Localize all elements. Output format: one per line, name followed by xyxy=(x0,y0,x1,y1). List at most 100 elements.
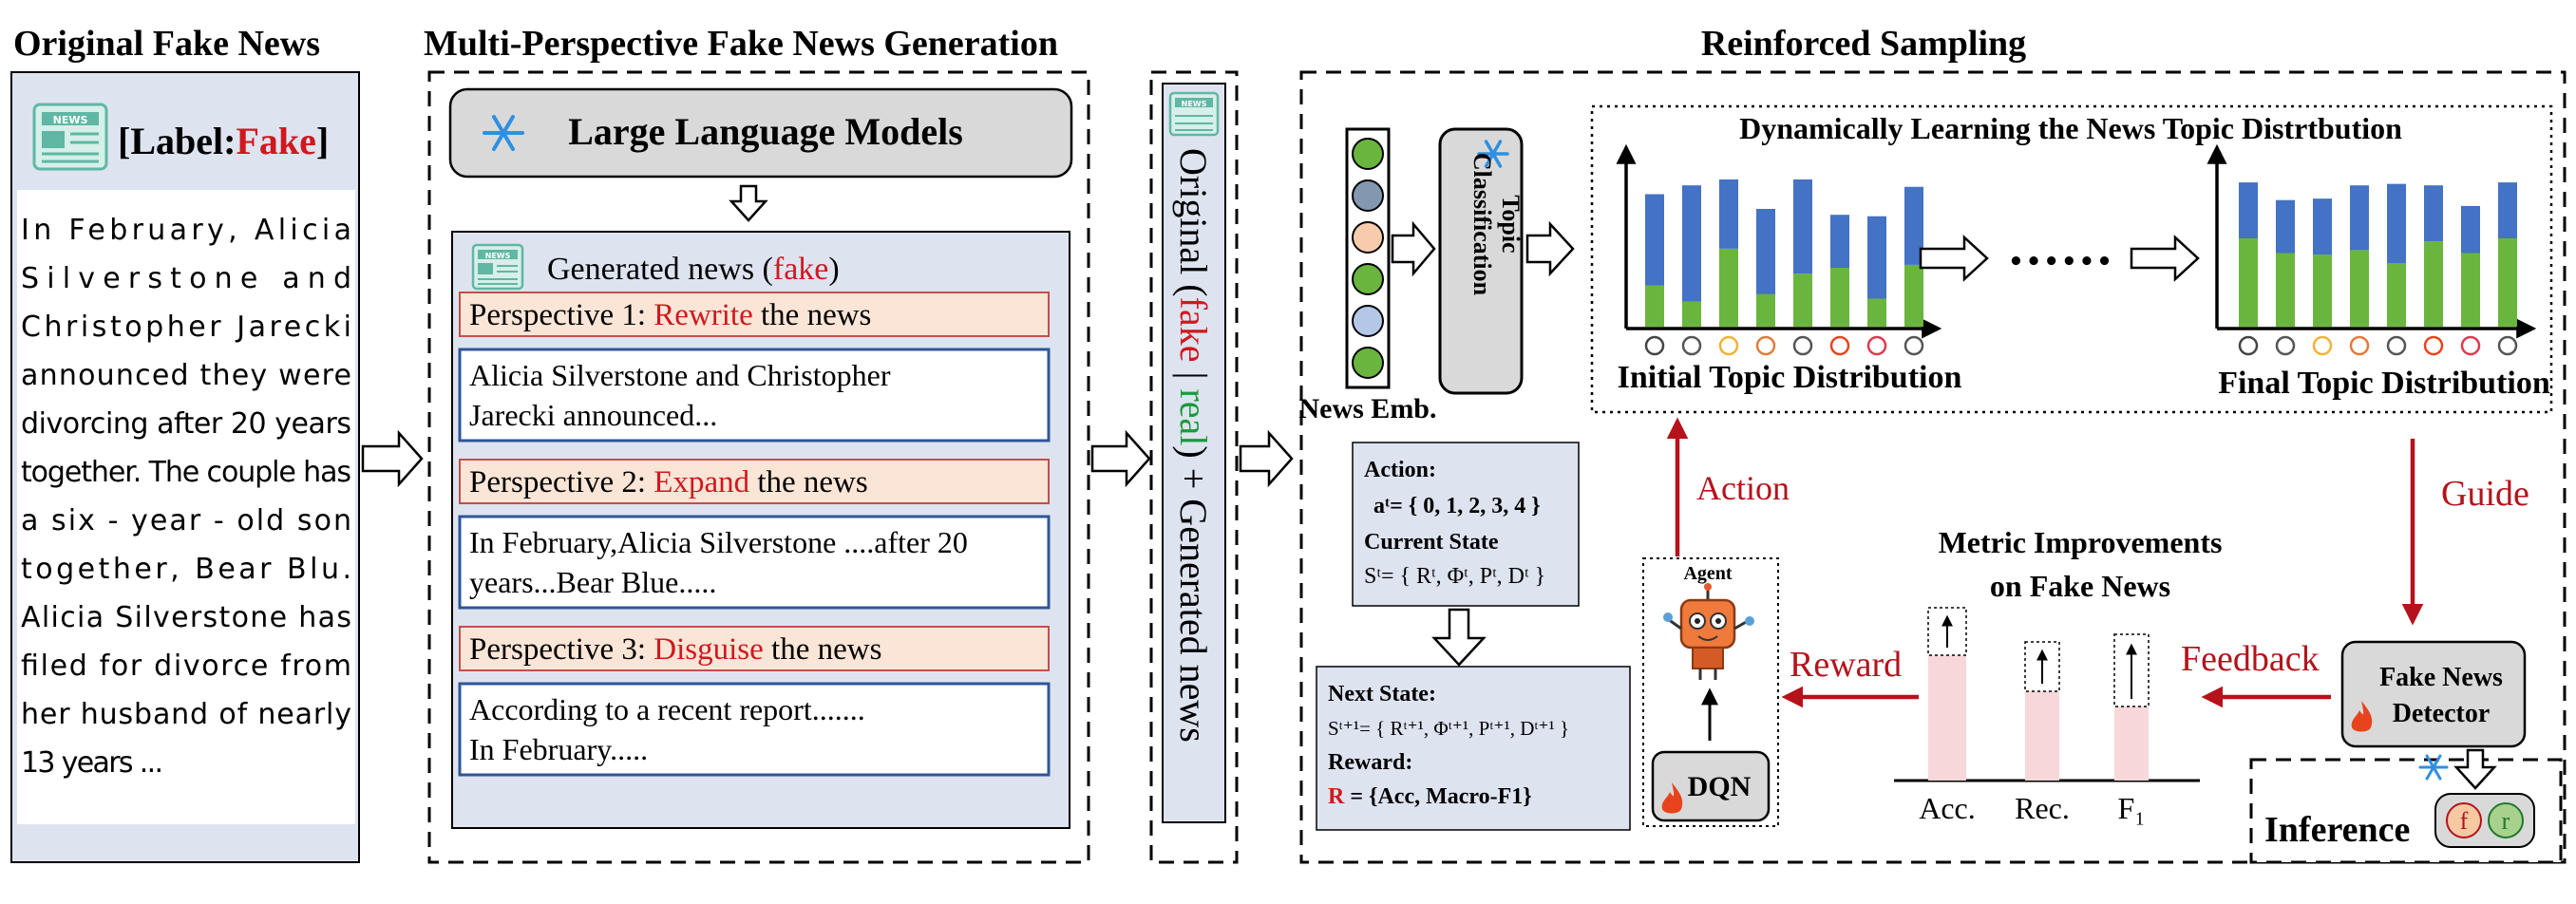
llm-box xyxy=(448,87,1073,179)
state-value: Sᵗ= { Rᵗ, Φᵗ, Pᵗ, Dᵗ } xyxy=(1364,564,1545,589)
section-title-sampling: Reinforced Sampling xyxy=(1701,24,2026,64)
news-emb-label: News Emb. xyxy=(1298,393,1436,424)
topic-category-icons-final xyxy=(2238,335,2518,356)
topic-icon xyxy=(2497,335,2518,356)
svg-text:NEWS: NEWS xyxy=(53,114,88,126)
metric-rec-bar xyxy=(2024,641,2060,781)
bar-segment-green xyxy=(1756,293,1775,327)
newspaper-icon-combined: NEWS xyxy=(1168,91,1220,137)
svg-text:NEWS: NEWS xyxy=(1182,100,1207,108)
original-news-line: In February, Alicia xyxy=(21,214,351,247)
bar-segment-blue xyxy=(1867,216,1886,299)
perspective-content-box-1 xyxy=(458,348,1051,443)
reward-value: R = {Acc, Macro-F1} xyxy=(1328,784,1532,809)
perspective-text-line: Jarecki announced... xyxy=(469,398,717,432)
initial-topic-chart xyxy=(1645,179,1923,327)
emb-to-topic-arrow xyxy=(1391,220,1436,277)
metric-acc-label: Acc. xyxy=(1919,791,1976,825)
flow-arrow-2 xyxy=(1090,429,1151,488)
topic-icon xyxy=(2275,335,2296,356)
topic-classification-line-2: Classification xyxy=(1468,153,1496,296)
bar-segment-green xyxy=(2424,241,2443,327)
perspective-text-line: years...Bear Blue..... xyxy=(469,565,716,599)
state-down-arrow xyxy=(1431,608,1487,667)
detector-line-1: Fake News xyxy=(2379,663,2503,692)
original-news-line: her husband of nearly xyxy=(21,698,351,731)
action-label: Action xyxy=(1696,469,1790,507)
section-title-original: Original Fake News xyxy=(13,24,320,64)
metric-title-line-2: on Fake News xyxy=(1990,569,2170,603)
dynamic-learning-title: Dynamically Learning the News Topic Dist… xyxy=(1739,111,2402,145)
detector-to-inference-arrow xyxy=(2453,748,2497,790)
fake-news-detector-box xyxy=(2340,640,2527,748)
bar-segment-green xyxy=(2498,238,2517,327)
topic-icon xyxy=(2386,335,2407,356)
topic-icon xyxy=(1681,335,1702,356)
perspective-content-box-2 xyxy=(458,515,1051,610)
bar-segment-blue xyxy=(1793,179,1812,274)
generated-suffix: ) xyxy=(828,252,839,287)
original-news-line: 13 years ... xyxy=(21,746,163,780)
bar-segment-green xyxy=(1904,264,1923,327)
bar-segment-blue xyxy=(2313,198,2332,255)
topic-icon xyxy=(1755,335,1776,356)
combined-data-panel xyxy=(1162,83,1226,823)
inference-real-node xyxy=(2488,802,2524,838)
next-state-title: Next State: xyxy=(1328,682,1436,706)
topic-icon xyxy=(2460,335,2481,356)
topic-icon xyxy=(2238,335,2259,356)
original-news-line: together, Bear Blu. xyxy=(21,553,351,586)
embedding-node xyxy=(1352,263,1384,295)
topic-icon xyxy=(1792,335,1813,356)
bar-segment-blue xyxy=(1756,209,1775,294)
perspective-title-1: Perspective 1: Rewrite the news xyxy=(469,298,871,332)
generation-dashed-frame xyxy=(427,70,1090,864)
perspective-title-2: Perspective 2: Expand the news xyxy=(469,465,868,499)
newspaper-icon-small: NEWS xyxy=(471,243,524,291)
inference-f-label: f xyxy=(2460,807,2469,835)
topic-to-distribution-arrow xyxy=(1525,220,1575,277)
snowflake-icon xyxy=(483,115,524,151)
next-state-value: Sᵗ⁺¹= { Rᵗ⁺¹, Φᵗ⁺¹, Pᵗ⁺¹, Dᵗ⁺¹ } xyxy=(1328,717,1569,740)
generated-label: fake xyxy=(773,252,829,287)
final-topic-label: Final Topic Distribution xyxy=(2218,366,2550,401)
topic-category-icons-initial xyxy=(1644,335,1924,356)
bar-segment-green xyxy=(1830,268,1849,327)
perspective-title-3: Perspective 3: Disguise the news xyxy=(469,632,881,667)
sampling-dashed-frame xyxy=(1299,70,2567,864)
original-news-line: divorcing after 20 years xyxy=(21,407,351,441)
bar-segment-blue xyxy=(2350,185,2369,251)
reward-label: Reward xyxy=(1790,645,1902,685)
original-news-text-area xyxy=(17,190,355,824)
dqn-label: DQN xyxy=(1688,771,1752,802)
embedding-node xyxy=(1352,138,1384,170)
news-embedding-column xyxy=(1345,127,1391,389)
bar-segment-green xyxy=(2350,250,2369,327)
perspective-text-line: According to a recent report....... xyxy=(469,692,865,726)
label-value: Fake xyxy=(236,120,315,162)
embedding-node xyxy=(1352,305,1384,337)
llm-down-arrow xyxy=(729,184,768,222)
newspaper-icon: NEWS xyxy=(32,103,108,171)
perspective-content-box-3 xyxy=(458,682,1051,777)
perspective-text-line: In February..... xyxy=(469,732,648,766)
bar-segment-green xyxy=(1793,273,1812,327)
generated-news-title: Generated news (fake) xyxy=(547,252,840,287)
agent-frame xyxy=(1642,557,1779,827)
perspective-text-line: In February,Alicia Silverstone ....after… xyxy=(469,525,968,559)
bar-segment-blue xyxy=(2461,205,2480,254)
feedback-label: Feedback xyxy=(2181,639,2320,679)
generated-prefix: Generated news ( xyxy=(547,252,773,287)
bar-segment-green xyxy=(2276,253,2295,327)
topic-classification-box xyxy=(1438,127,1524,395)
action-state-box xyxy=(1352,442,1580,607)
initial-topic-label: Initial Topic Distribution xyxy=(1618,360,1962,395)
dynamic-learning-frame xyxy=(1590,104,2553,414)
topic-icon xyxy=(1904,335,1924,356)
metric-rec-label: Rec. xyxy=(2015,791,2070,825)
action-value: aᵗ= { 0, 1, 2, 3, 4 } xyxy=(1373,494,1541,518)
snowflake-icon-inference xyxy=(2418,754,2449,781)
